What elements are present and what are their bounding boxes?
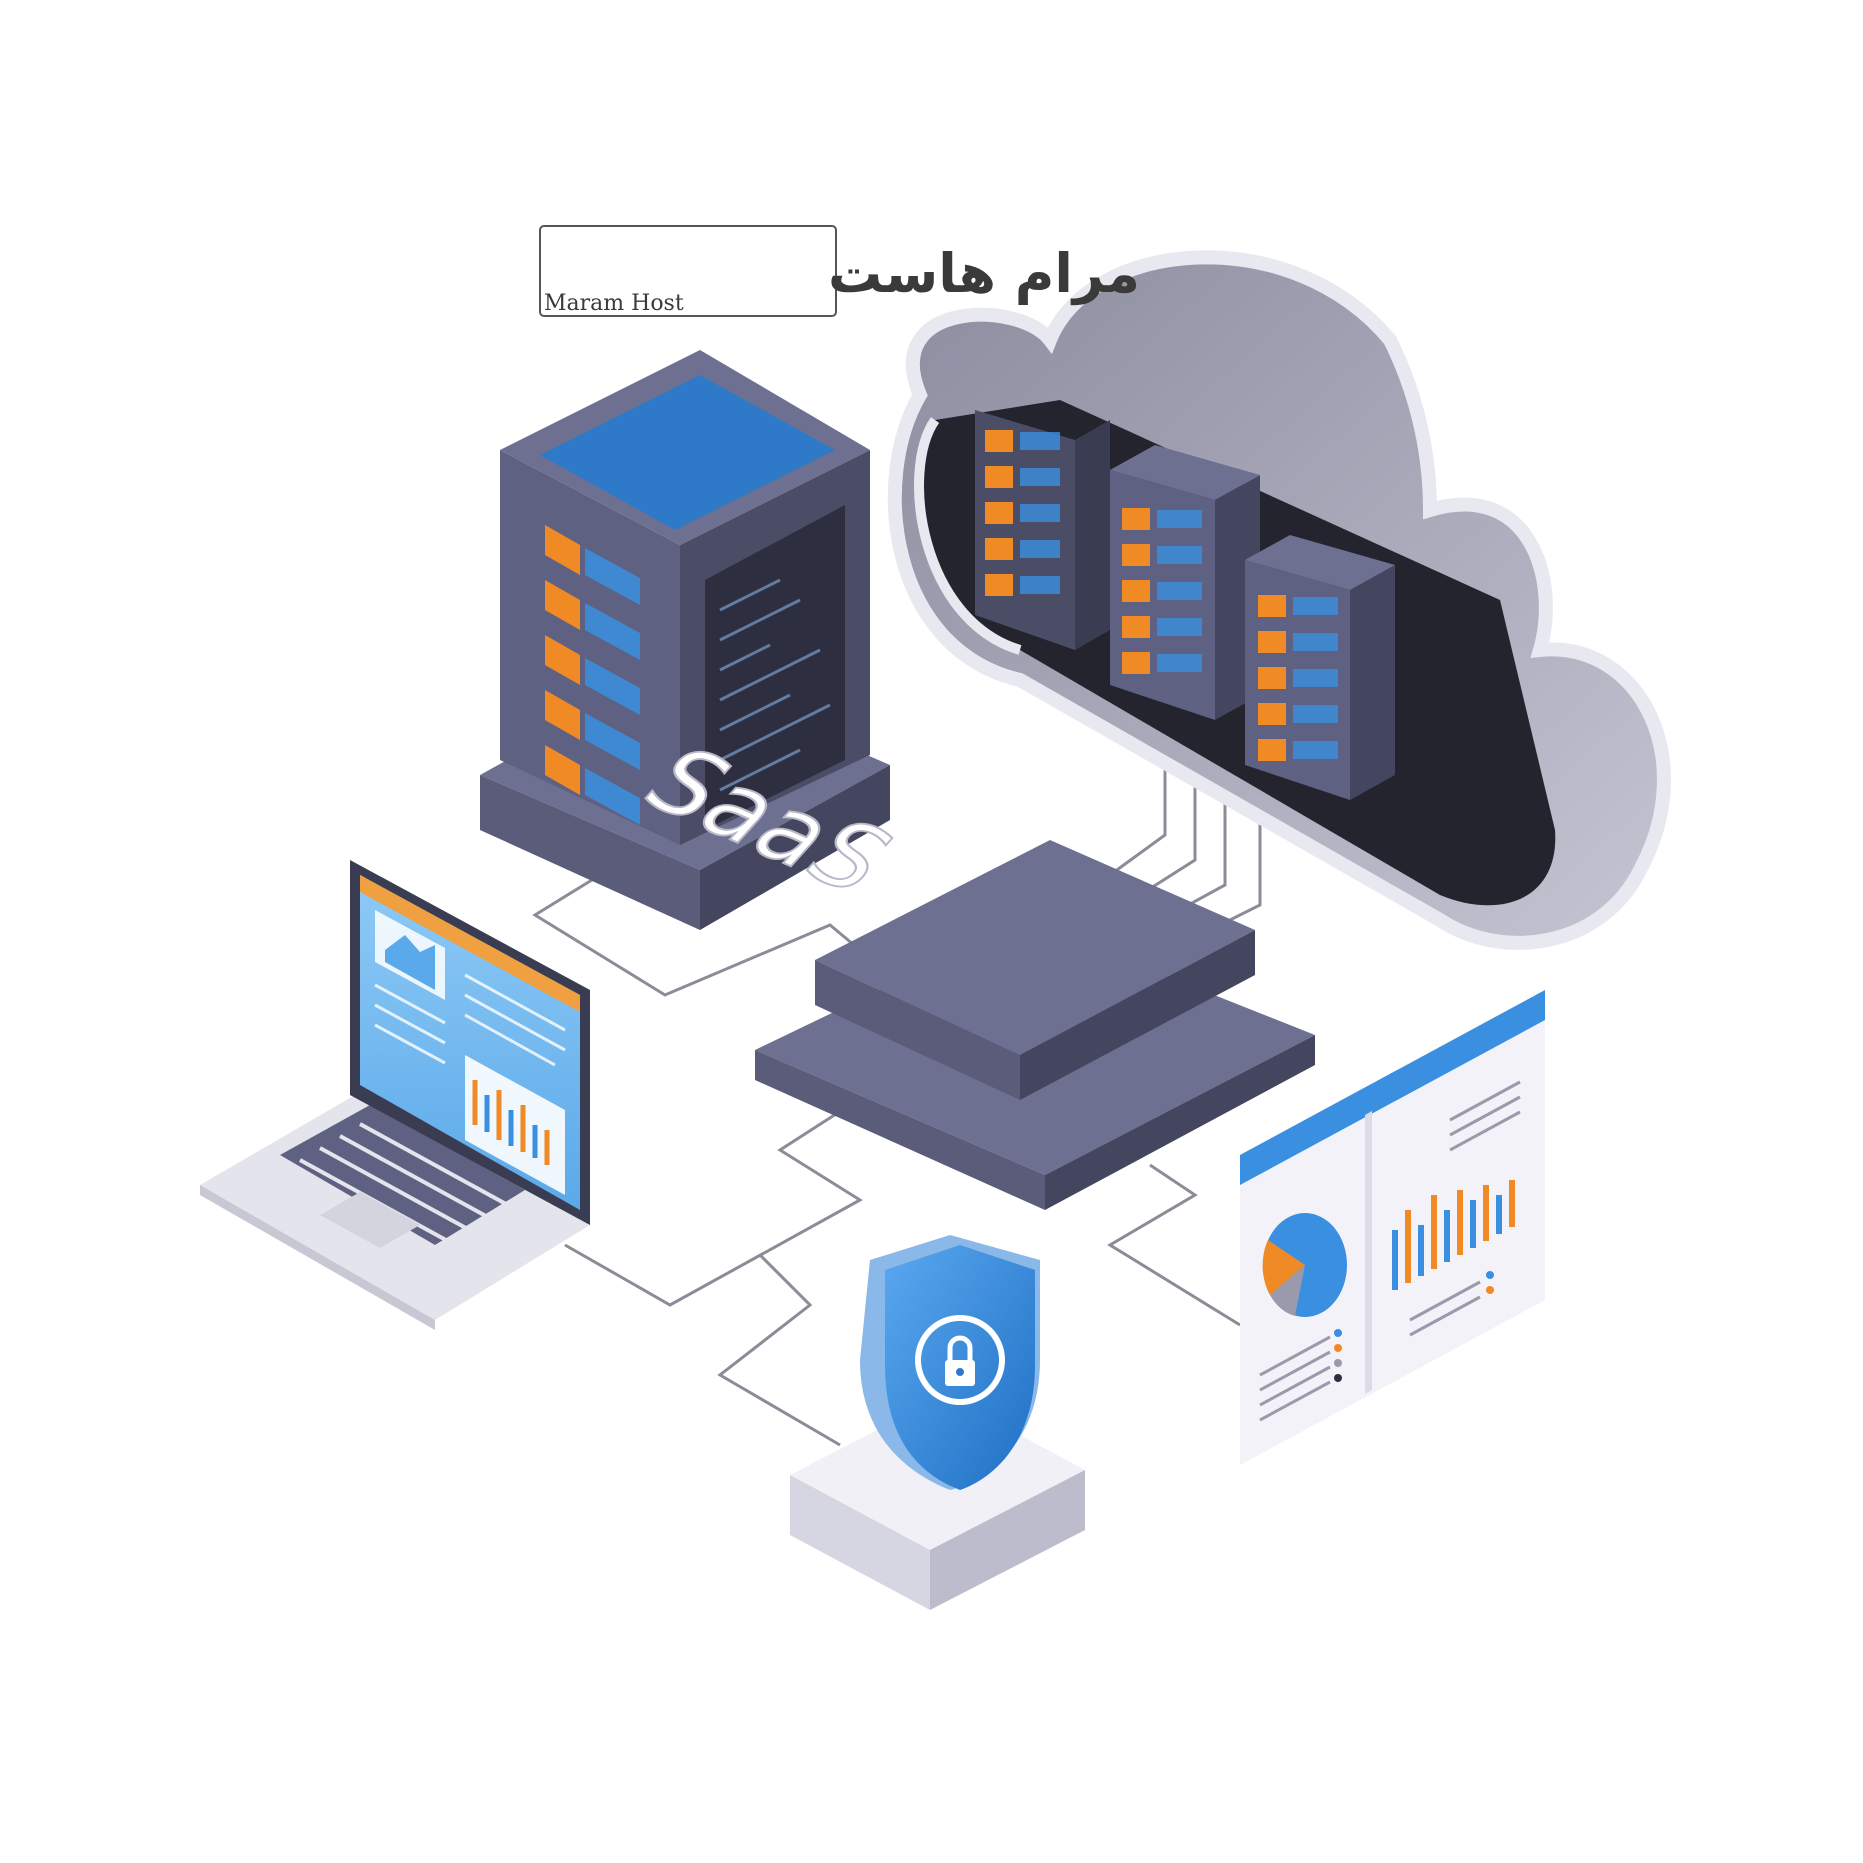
cloud-rim [914,417,1022,655]
shield-base-right [930,1470,1085,1610]
lock-shackle [947,1335,973,1360]
cloud-server-1 [975,410,1110,650]
server-top-panel [540,375,835,530]
line-cloud-hub-2 [1139,775,1197,897]
laptop-screen-header [360,875,580,1012]
laptop-keyboard [280,1105,525,1245]
server-tower-icon [480,350,890,930]
cloud-servers-icon [887,250,1671,950]
pie-slice-gray [1270,1265,1305,1316]
hub-right [1020,930,1255,1100]
server-code-lines [719,578,831,792]
shield-lock-icon [790,1235,1085,1610]
lock-ring [915,1315,1005,1405]
pie-slice-orange [1262,1240,1305,1295]
hub-left [815,960,1020,1100]
line-cloud-hub-3 [1169,790,1227,917]
logo-latin-text: Maram Host [544,291,684,316]
shield-base-left [790,1475,930,1610]
laptop-base-edge [200,1185,435,1330]
line-shield-hub [717,1253,841,1447]
dashboard-bars [1392,1180,1515,1290]
hub-top [815,840,1255,1055]
laptop-touchpad [320,1192,420,1248]
dashboard-header [1240,990,1545,1185]
server-base-left [480,775,700,930]
cloud-server-3 [1245,535,1395,800]
cloud-server-2 [1110,445,1260,720]
laptop-bars [472,1080,550,1165]
line-dashboard-hub [1107,1163,1241,1327]
analytics-dashboard-icon [1240,990,1545,1465]
dashboard-legend-dots [1334,1271,1494,1382]
hub-base-left [755,1050,1045,1210]
logo-frame [539,225,837,317]
hub-base-right [1045,1035,1315,1210]
dashboard-divider [1365,1111,1372,1394]
server-drive-bays [545,525,640,825]
laptop-text-lines [374,973,566,1067]
laptop-chart-panel [465,1055,565,1195]
maram-host-logo: مرام هاست Maram Host [539,225,1140,317]
server-base-right [700,765,890,930]
dashboard-text-lines [1259,1080,1521,1422]
connector-lines [532,760,1262,1447]
lock-keyhole [956,1368,964,1376]
logo-arabic-text: مرام هاست [828,242,1140,305]
line-server-hub [532,873,861,997]
laptop-key-grid [299,1122,516,1247]
line-cloud-hub-1 [1109,760,1167,877]
line-laptop-hub [564,1103,863,1307]
laptop-icon [200,860,590,1330]
